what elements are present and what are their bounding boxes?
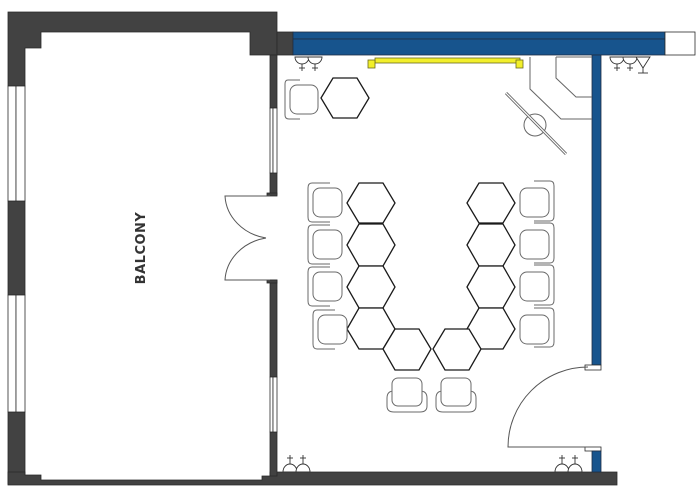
hex-tables	[346, 182, 516, 371]
chairs-left[interactable]	[307, 182, 348, 350]
chair[interactable]	[307, 182, 343, 223]
chair[interactable]	[519, 264, 555, 306]
right-partition	[584, 54, 602, 473]
chairs-bottom[interactable]	[386, 377, 477, 413]
chair[interactable]	[519, 222, 555, 264]
chair[interactable]	[519, 307, 555, 348]
light-fixtures-bottom-left	[282, 455, 311, 473]
chair[interactable]	[519, 180, 555, 222]
projector-screen	[367, 57, 524, 69]
chair[interactable]	[312, 309, 348, 350]
corner-counter	[529, 56, 592, 120]
chair[interactable]	[284, 79, 319, 120]
balcony-walls	[7, 11, 618, 486]
entrance-door[interactable]	[507, 366, 589, 448]
balcony-label: BALCONY	[134, 212, 149, 285]
chair[interactable]	[307, 224, 343, 265]
door-post	[266, 279, 278, 284]
chair[interactable]	[386, 377, 428, 413]
top-partition	[276, 31, 696, 56]
light-fixtures-top-left	[294, 56, 323, 71]
side-table	[320, 77, 370, 119]
chair[interactable]	[435, 377, 477, 413]
chairs-right[interactable]	[519, 180, 555, 348]
double-door[interactable]	[224, 195, 270, 281]
light-fixtures-top-right	[609, 56, 651, 74]
chair[interactable]	[307, 266, 343, 307]
light-fixtures-bottom-right	[554, 455, 583, 473]
door-post	[266, 192, 278, 197]
balcony-windows	[7, 85, 278, 433]
projector-icon	[504, 91, 568, 156]
